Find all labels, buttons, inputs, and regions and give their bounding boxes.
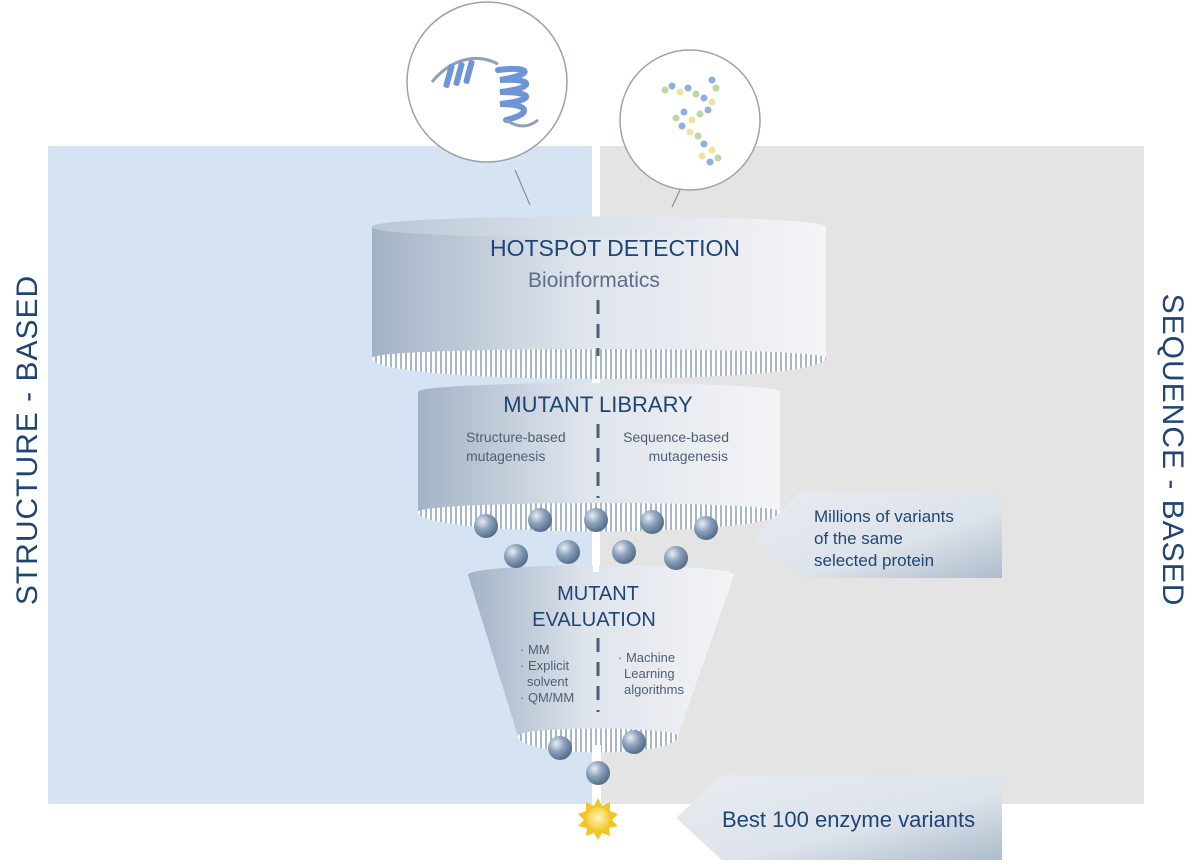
- variant-sphere: [474, 514, 498, 538]
- evaluation-title-line1: MUTANT: [557, 583, 639, 605]
- evaluation-right-item: algorithms: [624, 682, 684, 697]
- variant-sphere: [584, 508, 608, 532]
- variant-sphere: [664, 546, 688, 570]
- variant-sphere: [612, 540, 636, 564]
- selected-spheres: [548, 730, 646, 785]
- best-callout-text: Best 100 enzyme variants: [722, 807, 975, 832]
- library-left-line1: Structure-based: [466, 429, 566, 445]
- variant-sphere: [556, 540, 580, 564]
- variant-sphere: [640, 510, 664, 534]
- hotspot-title: HOTSPOT DETECTION: [490, 235, 740, 261]
- variant-sphere: [586, 761, 610, 785]
- evaluation-left-item: solvent: [527, 674, 569, 689]
- hotspot-subtitle: Bioinformatics: [528, 269, 660, 292]
- variant-sphere: [622, 730, 646, 754]
- best-callout: [676, 775, 1002, 860]
- variant-sphere: [504, 544, 528, 568]
- library-right-line2: mutagenesis: [649, 448, 728, 464]
- variant-spheres: [474, 508, 718, 570]
- library-left-line2: mutagenesis: [466, 448, 545, 464]
- library-right-line1: Sequence-based: [623, 429, 729, 445]
- evaluation-left-item: · Explicit: [520, 658, 570, 673]
- evaluation-left-item: · QM/MM: [520, 690, 574, 705]
- library-title: MUTANT LIBRARY: [503, 392, 693, 417]
- variants-callout: [752, 492, 1002, 578]
- evaluation-right-item: · Machine: [618, 650, 675, 665]
- structure-circle: [406, 1, 568, 163]
- amino-acid-chain-icon: [661, 76, 722, 166]
- connector-line: [671, 189, 681, 208]
- evaluation-right-item: Learning: [624, 666, 675, 681]
- evaluation-left-item: · MM: [520, 642, 550, 657]
- sun-icon: [578, 798, 618, 840]
- mutant-evaluation-funnel: [468, 565, 734, 753]
- evaluation-title-line2: EVALUATION: [532, 609, 656, 631]
- variant-sphere: [694, 516, 718, 540]
- variant-sphere: [548, 736, 572, 760]
- connector-line: [514, 169, 531, 206]
- variants-callout-line3: selected protein: [814, 551, 934, 570]
- variant-sphere: [528, 508, 552, 532]
- sequence-based-label: SEQUENCE - BASED: [1156, 293, 1189, 607]
- sequence-circle: [619, 49, 761, 191]
- hotspot-detection-funnel: [372, 216, 826, 379]
- structure-based-label: STRUCTURE - BASED: [11, 274, 44, 606]
- variants-callout-line1: Millions of variants: [814, 507, 954, 526]
- protein-structure-icon: [430, 56, 539, 128]
- variants-callout-line2: of the same: [814, 529, 903, 548]
